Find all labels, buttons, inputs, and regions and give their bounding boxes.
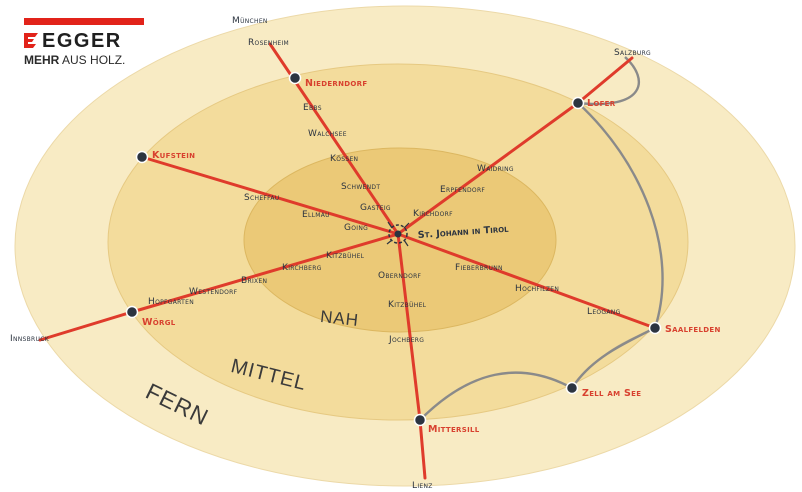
town-innsbruck: Innsbruck bbox=[10, 334, 50, 344]
marker-kufstein bbox=[135, 150, 149, 164]
town-kitzbuehel-south: Kitzbühel bbox=[388, 300, 427, 310]
rail-salzburg-saalfelden bbox=[574, 56, 664, 329]
town-kirchberg: Kirchberg bbox=[282, 263, 322, 273]
logo-brand: EGGER bbox=[42, 30, 122, 52]
marker-lofer bbox=[571, 96, 585, 110]
marker-woergl bbox=[125, 305, 139, 319]
town-leogang: Leogang bbox=[587, 307, 621, 317]
city-saalfelden: Saalfelden bbox=[665, 324, 721, 335]
town-kirchdorf: Kirchdorf bbox=[413, 209, 453, 219]
town-going: Going bbox=[344, 223, 368, 233]
road-to-saalfelden bbox=[396, 232, 657, 330]
marker-saalfelden bbox=[648, 321, 662, 335]
town-schwendt: Schwendt bbox=[341, 182, 380, 192]
town-hopfgarten: Hopfgarten bbox=[148, 297, 194, 307]
egger-logo: EGGER MEHR AUS HOLZ. bbox=[24, 18, 144, 67]
logo-claim: MEHR AUS HOLZ. bbox=[24, 53, 125, 67]
town-jochberg: Jochberg bbox=[388, 335, 424, 345]
city-mittersill: Mittersill bbox=[428, 424, 480, 435]
center-marker bbox=[386, 221, 410, 247]
town-rosenheim: Rosenheim bbox=[248, 38, 289, 48]
town-muenchen: München bbox=[232, 16, 268, 26]
town-kitzbuehel-west: Kitzbühel bbox=[326, 251, 365, 261]
road-to-woergl bbox=[130, 232, 400, 314]
city-kufstein: Kufstein bbox=[152, 150, 195, 161]
road-to-mittersill bbox=[396, 232, 422, 422]
logo-e-icon bbox=[24, 33, 38, 48]
town-lienz: Lienz bbox=[412, 481, 433, 491]
town-erpfendorf: Erpfendorf bbox=[440, 185, 485, 195]
town-scheffau: Scheffau bbox=[244, 193, 279, 203]
town-walchsee: Walchsee bbox=[308, 129, 347, 139]
town-salzburg: Salzburg bbox=[614, 48, 651, 58]
town-hochfilzen: Hochfilzen bbox=[515, 284, 559, 294]
marker-zell-am-see bbox=[565, 381, 579, 395]
city-zell-am-see: Zell am See bbox=[582, 388, 641, 399]
road-woergl-innsbruck bbox=[38, 310, 134, 342]
logo-bar bbox=[24, 18, 144, 25]
marker-niederndorf bbox=[288, 71, 302, 85]
rail-zellamsee-hochfilzen bbox=[571, 327, 656, 389]
city-niederndorf: Niederndorf bbox=[305, 78, 367, 89]
town-oberndorf: Oberndorf bbox=[378, 271, 422, 281]
rail-zellamsee-mittersill bbox=[419, 371, 573, 421]
town-fieberbrunn: Fieberbrunn bbox=[455, 263, 503, 273]
town-ebbs: Ebbs bbox=[303, 103, 322, 113]
logo-claim-rest: AUS HOLZ. bbox=[59, 53, 125, 67]
town-koessen: Kössen bbox=[330, 154, 358, 164]
town-gasteig: Gasteig bbox=[360, 203, 391, 213]
road-to-lofer bbox=[396, 101, 580, 236]
road-to-kufstein bbox=[140, 155, 400, 236]
logo-claim-bold: MEHR bbox=[24, 53, 60, 67]
road-mittersill-lienz bbox=[418, 418, 427, 480]
city-woergl: Wörgl bbox=[142, 317, 176, 328]
road-lofer-salzburg bbox=[576, 56, 634, 105]
town-waidring: Waidring bbox=[477, 164, 514, 174]
town-westendorf: Westendorf bbox=[189, 287, 238, 297]
zone-near-label: NAH bbox=[319, 307, 360, 330]
town-brixen: Brixen bbox=[241, 276, 267, 286]
town-ellmau: Ellmau bbox=[302, 210, 330, 220]
city-lofer: Lofer bbox=[587, 98, 616, 109]
marker-mittersill bbox=[413, 413, 427, 427]
